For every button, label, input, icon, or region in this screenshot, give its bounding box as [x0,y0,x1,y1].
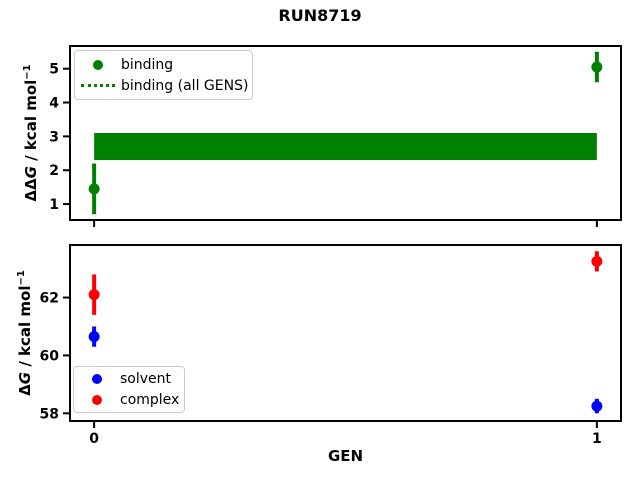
legend-entry-solvent: solvent [74,369,178,390]
legend-marker-cell [74,374,120,385]
axes-frame [69,45,622,221]
data-point-complex [88,289,100,301]
y-tick-label: 60 [40,348,60,364]
solvent-marker-icon [92,374,102,385]
y-axis-label-top: ΔΔG / kcal mol−1 [22,64,40,201]
legend-label: complex [120,391,180,408]
data-point-binding [88,183,100,195]
data-point-solvent [88,331,100,343]
figure-title: RUN8719 [278,6,362,25]
data-point-complex [591,255,603,267]
legend-entry-binding-all-gens: binding (all GENS) [75,75,249,96]
data-point-binding [591,61,603,73]
binding-marker-icon [93,59,103,70]
ylabel-top-unit: / kcal mol [22,79,40,167]
legend-entry-binding: binding [75,54,246,75]
y-axis-label-bottom: ΔG / kcal mol−1 [16,270,34,396]
ylabel-bottom-variable: G [16,371,34,385]
x-axis-label: GEN [327,447,364,465]
x-tick-label: 1 [592,431,602,447]
legend-top: binding binding (all GENS) [74,50,253,100]
y-tick-label: 4 [49,96,59,112]
data-point-solvent [591,400,603,412]
complex-marker-icon [92,394,102,405]
subplot-bottom-canvas: 58 60 62 0 1 [40,244,622,447]
ylabel-top-symbol: ΔΔ [22,178,40,202]
ylabel-top-variable: G [22,166,40,179]
axes-frame [69,244,622,422]
legend-marker-cell [75,59,121,70]
subplot-top-canvas: 1 2 3 4 5 [49,45,622,227]
y-tick-label: 62 [40,291,59,307]
x-tick-label: 0 [89,431,99,447]
ylabel-bottom-symbol: Δ [16,384,34,396]
dotted-line-icon [81,84,115,87]
legend-label: binding [121,56,174,73]
y-tick-label: 5 [49,62,59,78]
ylabel-top-superscript: −1 [22,64,33,80]
ylabel-bottom-unit: / kcal mol [16,285,34,372]
legend-entry-complex: complex [74,390,180,411]
band-binding-all-gens- [94,133,597,161]
y-tick-label: 1 [49,197,59,213]
legend-label: binding (all GENS) [121,77,249,94]
legend-marker-cell [75,84,121,87]
legend-bottom: solvent complex [73,366,185,413]
y-tick-label: 2 [49,163,59,179]
legend-marker-cell [74,394,120,405]
y-tick-label: 58 [40,406,59,422]
ylabel-bottom-superscript: −1 [16,270,27,286]
y-tick-label: 3 [49,129,59,145]
legend-label: solvent [120,371,172,388]
